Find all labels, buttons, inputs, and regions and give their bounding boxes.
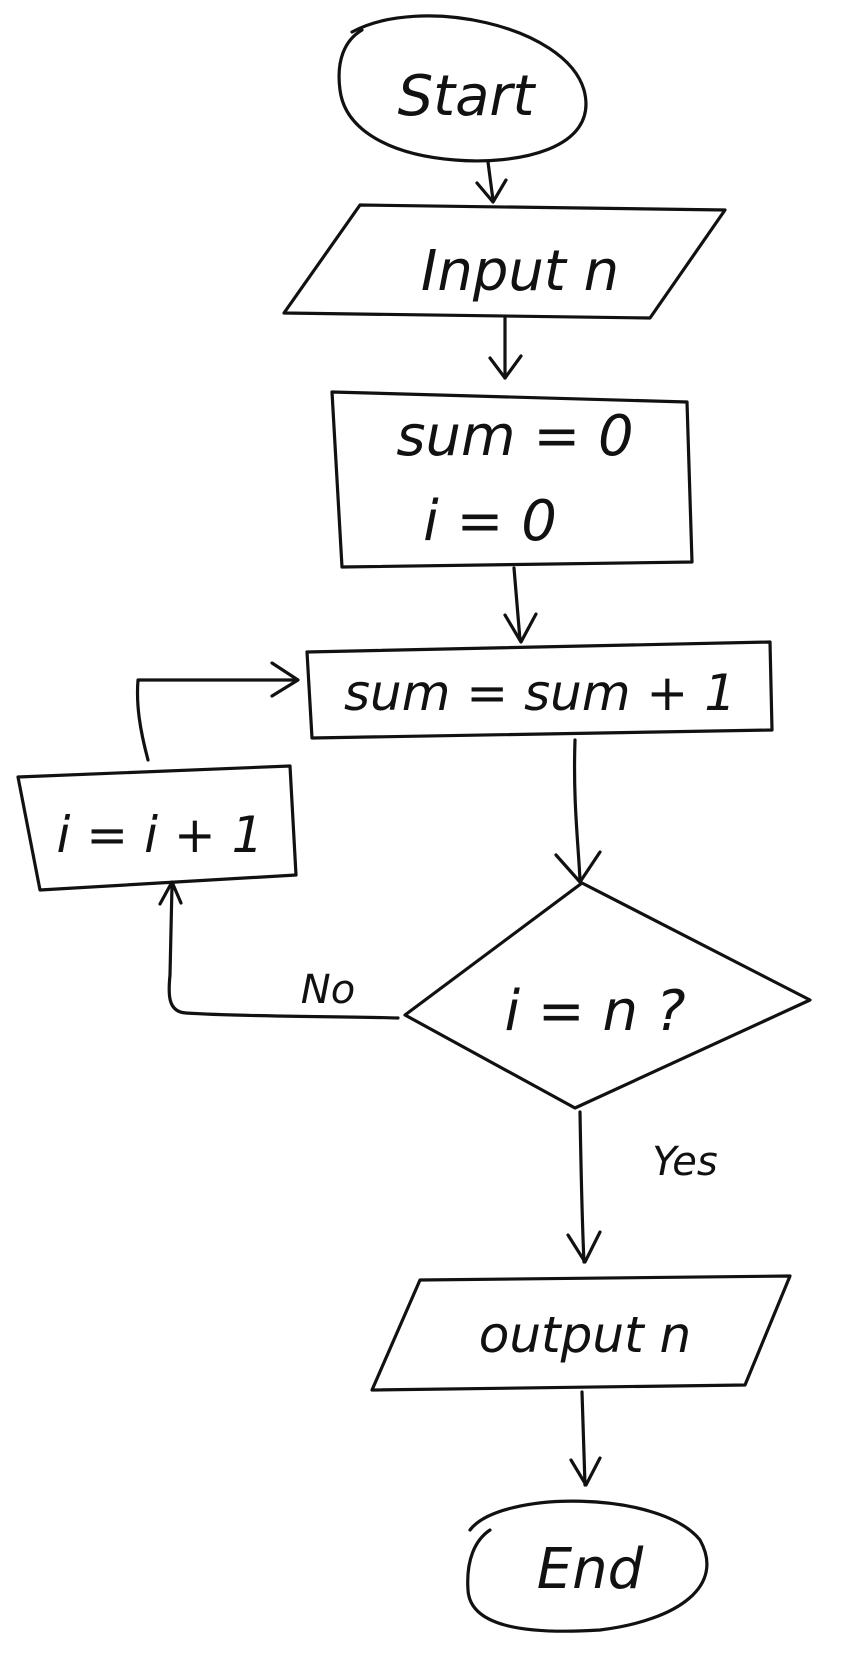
init-line-sum: sum = 0 bbox=[396, 404, 633, 469]
init-node: sum = 0 i = 0 bbox=[330, 390, 694, 569]
increment-box bbox=[16, 764, 298, 892]
start-node: Start bbox=[337, 14, 588, 163]
accumulate-label: sum = sum + 1 bbox=[344, 664, 736, 722]
no-edge-label: No bbox=[301, 967, 355, 1013]
output-parallelogram bbox=[370, 1274, 792, 1392]
increment-node: i = i + 1 bbox=[16, 764, 298, 892]
increment-label: i = i + 1 bbox=[57, 806, 264, 864]
arrow-input-to-init bbox=[488, 316, 523, 380]
init-box bbox=[330, 390, 694, 569]
arrow-init-to-accumulate bbox=[503, 566, 538, 644]
end-label: End bbox=[537, 1537, 644, 1602]
start-oval bbox=[337, 14, 588, 163]
input-node: Input n bbox=[282, 203, 727, 320]
decision-node: i = n ? bbox=[403, 881, 812, 1110]
decision-diamond bbox=[403, 881, 812, 1110]
end-node: End bbox=[466, 1499, 709, 1633]
decision-label: i = n ? bbox=[504, 979, 685, 1044]
accumulate-box bbox=[305, 640, 774, 740]
init-line-i: i = 0 bbox=[423, 489, 557, 554]
start-label: Start bbox=[398, 64, 537, 129]
arrow-accumulate-to-decision bbox=[554, 738, 602, 884]
end-oval bbox=[466, 1499, 709, 1633]
arrow-decision-no-to-increment bbox=[158, 880, 400, 1020]
yes-edge-label: Yes bbox=[652, 1139, 718, 1185]
output-node: output n bbox=[370, 1274, 792, 1392]
arrow-increment-to-accumulate bbox=[135, 661, 300, 762]
arrow-start-to-input bbox=[475, 160, 508, 204]
input-parallelogram bbox=[282, 203, 727, 320]
accumulate-node: sum = sum + 1 bbox=[305, 640, 774, 740]
arrow-decision-yes-to-output bbox=[566, 1110, 602, 1264]
arrow-output-to-end bbox=[569, 1390, 602, 1487]
output-label: output n bbox=[479, 1306, 692, 1364]
input-label: Input n bbox=[421, 239, 619, 304]
